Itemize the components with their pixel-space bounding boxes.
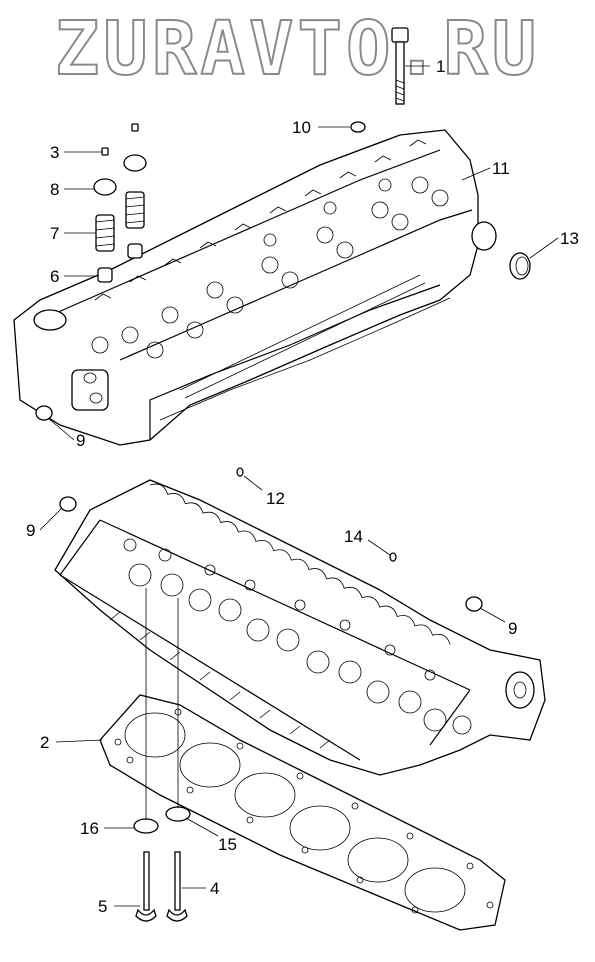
dowel-pin-12 xyxy=(236,467,244,477)
expansion-plug xyxy=(35,405,483,612)
valve-seat-insert xyxy=(133,806,191,834)
callout-15: 15 xyxy=(218,835,237,854)
callout-9b: 9 xyxy=(26,521,35,540)
cylinder-block xyxy=(54,479,546,776)
valve-cotter xyxy=(101,123,139,156)
callout-4: 4 xyxy=(210,879,219,898)
callout-7: 7 xyxy=(50,224,59,243)
callout-14: 14 xyxy=(344,527,363,546)
callout-11: 11 xyxy=(492,159,510,178)
leader-lines xyxy=(39,65,559,907)
callout-13: 13 xyxy=(560,229,579,248)
guide-line xyxy=(145,588,179,820)
valve-spring xyxy=(95,191,145,252)
dowel-pin-14 xyxy=(389,552,397,562)
callout-6: 6 xyxy=(50,267,59,286)
cylinder-head xyxy=(13,129,497,446)
callout-5: 5 xyxy=(98,897,107,916)
spring-retainer xyxy=(93,154,147,196)
callout-9a: 9 xyxy=(76,431,85,450)
callout-3: 3 xyxy=(50,143,59,162)
watermark-logo: ZURAVTO.RU xyxy=(54,5,541,93)
head-bolt xyxy=(391,27,409,105)
callout-10: 10 xyxy=(292,118,311,137)
callout-9c: 9 xyxy=(508,619,517,638)
seal-ring-13 xyxy=(509,252,531,280)
valve-stem-seal xyxy=(97,243,143,283)
valve xyxy=(135,851,188,922)
callout-8: 8 xyxy=(50,180,59,199)
callout-16: 16 xyxy=(80,819,99,838)
callout-1: 1 xyxy=(436,57,445,76)
head-gasket xyxy=(99,694,506,931)
callout-labels: 1 10 3 8 7 6 11 13 9 12 9 14 9 2 16 15 5… xyxy=(26,57,579,916)
callout-12: 12 xyxy=(266,489,285,508)
dowel-ring-10 xyxy=(350,121,366,133)
callout-2: 2 xyxy=(40,733,49,752)
